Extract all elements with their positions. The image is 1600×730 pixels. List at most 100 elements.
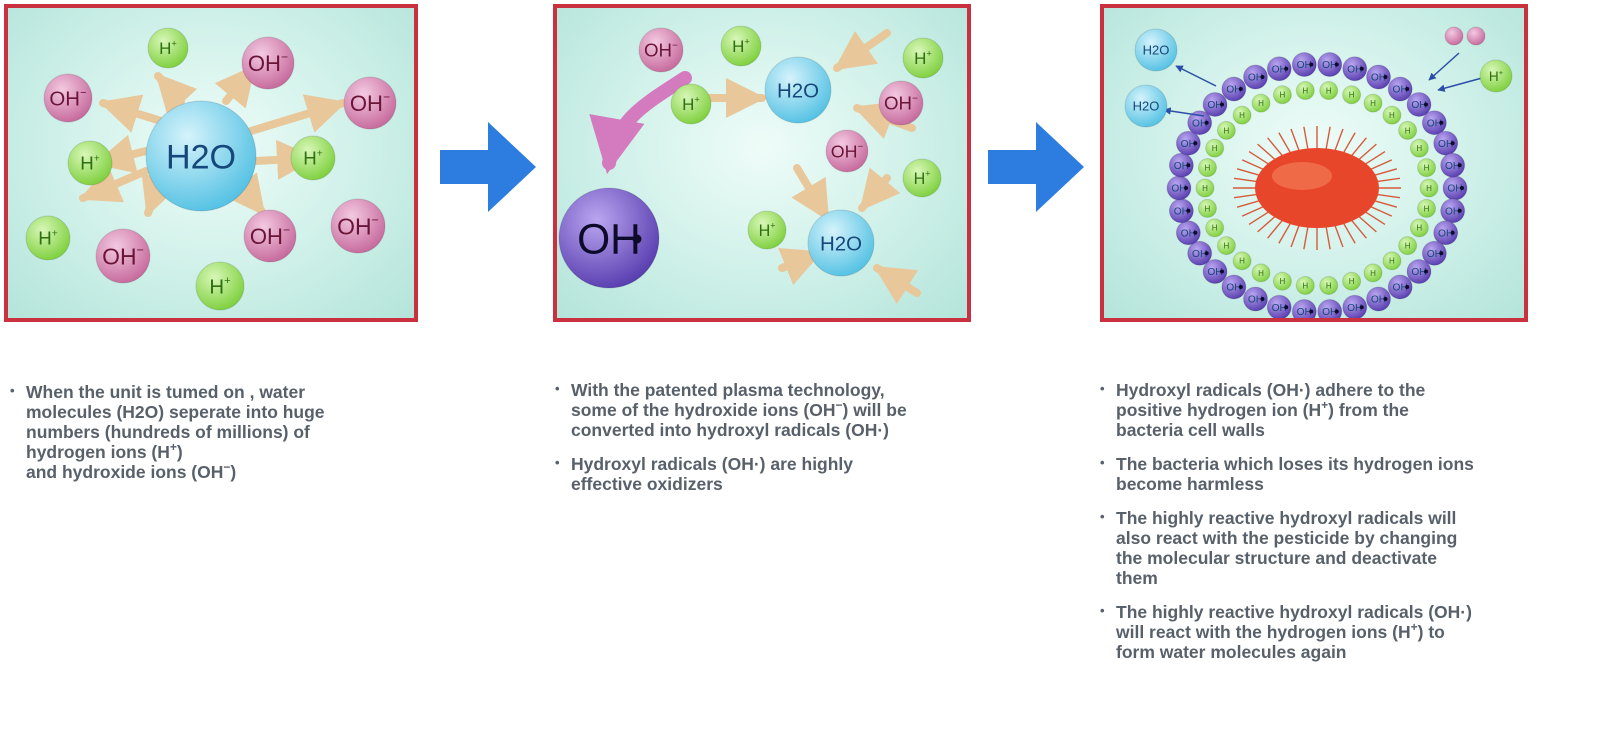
svg-text:OH: OH bbox=[1322, 307, 1337, 318]
svg-text:OH: OH bbox=[1272, 303, 1287, 314]
svg-text:H: H bbox=[1205, 204, 1211, 213]
hydroxyl-radical: OH bbox=[1175, 220, 1201, 246]
svg-text:H2O: H2O bbox=[777, 79, 819, 102]
caption-bullet: When the unit is tumed on , water molecu… bbox=[8, 381, 428, 482]
hydrogen-ion: H bbox=[1398, 236, 1418, 256]
hydroxide-ion: OH− bbox=[241, 36, 295, 90]
flow-arrow bbox=[141, 172, 180, 217]
hydrogen-ion: H bbox=[1205, 218, 1225, 238]
hydroxyl-radical: OH bbox=[1166, 175, 1192, 201]
svg-text:H: H bbox=[1239, 111, 1245, 120]
svg-text:H: H bbox=[1416, 224, 1422, 233]
radical-dot bbox=[632, 234, 642, 244]
hydroxyl-radical: OH bbox=[1202, 91, 1228, 117]
svg-text:H: H bbox=[1416, 144, 1422, 153]
flow-arrow bbox=[79, 165, 150, 203]
hydroxyl-radical: OH bbox=[1242, 286, 1268, 312]
flow-arrow bbox=[873, 264, 921, 305]
svg-text:OH: OH bbox=[1181, 228, 1196, 239]
svg-text:H: H bbox=[1302, 281, 1308, 290]
superscript-charge: − bbox=[223, 460, 231, 475]
caption-bullet: The bacteria which loses its hydrogen io… bbox=[1098, 453, 1598, 494]
svg-text:OH: OH bbox=[1192, 118, 1207, 129]
hydrogen-ion: H bbox=[1417, 198, 1437, 218]
hydroxyl-radical: OH bbox=[1317, 298, 1343, 318]
hydroxide-ion: OH− bbox=[878, 80, 924, 126]
svg-text:H: H bbox=[1405, 241, 1411, 250]
hydroxyl-radical: OH bbox=[1202, 259, 1228, 285]
svg-text:OH−: OH− bbox=[884, 93, 918, 114]
svg-text:OH−: OH− bbox=[831, 141, 864, 161]
flow-arrow bbox=[99, 94, 165, 133]
hydrogen-ion: H+ bbox=[25, 215, 71, 261]
hydrogen-ion: H bbox=[1417, 158, 1437, 178]
svg-text:H: H bbox=[1405, 126, 1411, 135]
svg-text:OH: OH bbox=[1411, 267, 1426, 278]
hydrogen-ion: H+ bbox=[902, 158, 942, 198]
hydrogen-ion: H bbox=[1363, 263, 1383, 283]
flow-arrow bbox=[858, 167, 901, 212]
caption-text: ) bbox=[230, 462, 237, 482]
svg-text:H: H bbox=[1239, 257, 1245, 266]
svg-text:OH: OH bbox=[1181, 139, 1196, 150]
hydroxide-ion: OH− bbox=[638, 27, 684, 73]
svg-text:H: H bbox=[1326, 281, 1332, 290]
hydrogen-ion: H bbox=[1295, 81, 1315, 101]
caption-step-1: When the unit is tumed on , water molecu… bbox=[8, 381, 428, 496]
release-arrow bbox=[1175, 65, 1217, 87]
svg-text:OH: OH bbox=[1438, 228, 1453, 239]
svg-text:H: H bbox=[1205, 164, 1211, 173]
caption-bullet: Hydroxyl radicals (OH·) adhere to the po… bbox=[1098, 379, 1598, 440]
step-arrow-2 bbox=[988, 122, 1084, 217]
superscript-charge: + bbox=[1321, 398, 1329, 413]
caption-text: Hydroxyl radicals (OH·) are highly effec… bbox=[571, 454, 854, 494]
svg-text:OH: OH bbox=[1297, 307, 1312, 318]
hydroxyl-radical: OH bbox=[1342, 294, 1368, 318]
hydrogen-ion: H+ bbox=[290, 135, 336, 181]
hydroxyl-radical: OH bbox=[1366, 64, 1392, 90]
svg-text:OH: OH bbox=[1393, 85, 1408, 96]
svg-text:H: H bbox=[1212, 224, 1218, 233]
hydroxide-ion: OH− bbox=[43, 73, 93, 123]
ion-pair bbox=[1444, 26, 1464, 46]
hydrogen-ion: H+ bbox=[67, 140, 113, 186]
caption-bullet: Hydroxyl radicals (OH·) are highly effec… bbox=[553, 453, 1013, 494]
water-molecule: H2O bbox=[1134, 28, 1178, 72]
caption-bullet: The highly reactive hydroxyl radicals wi… bbox=[1098, 507, 1598, 588]
hydrogen-ion: H bbox=[1319, 275, 1339, 295]
svg-text:H2O: H2O bbox=[1143, 43, 1170, 58]
hydrogen-ion: H+ bbox=[902, 37, 944, 79]
hydrogen-ion: H+ bbox=[1479, 59, 1513, 93]
hydroxyl-radical: OH bbox=[1421, 110, 1447, 136]
svg-text:H: H bbox=[1389, 257, 1395, 266]
incoming-arrow bbox=[1428, 52, 1460, 81]
hydrogen-ion: H bbox=[1363, 93, 1383, 113]
hydroxyl-radical: OH bbox=[1187, 240, 1213, 266]
hydrogen-ion: H bbox=[1205, 138, 1225, 158]
hydroxyl-radical: OH bbox=[1440, 198, 1466, 224]
caption-text: ) will be converted into hydroxyl radica… bbox=[571, 400, 907, 440]
svg-text:OH: OH bbox=[1207, 267, 1222, 278]
svg-text:H2O: H2O bbox=[166, 138, 236, 176]
caption-step-2: With the patented plasma technology, som… bbox=[553, 379, 1013, 508]
svg-text:H: H bbox=[1223, 126, 1229, 135]
svg-text:H: H bbox=[1258, 269, 1264, 278]
hydrogen-ion: H bbox=[1232, 105, 1252, 125]
svg-text:H: H bbox=[1258, 99, 1264, 108]
svg-text:H: H bbox=[1349, 277, 1355, 286]
ion-pair bbox=[1466, 26, 1486, 46]
svg-text:OH−: OH− bbox=[644, 40, 678, 61]
hydroxyl-radical: OH bbox=[1433, 130, 1459, 156]
superscript-charge: + bbox=[1410, 620, 1418, 635]
svg-text:H: H bbox=[1279, 91, 1285, 100]
hydroxide-ion: OH− bbox=[330, 198, 386, 254]
hydrogen-ion: H bbox=[1319, 81, 1339, 101]
svg-text:H: H bbox=[1389, 111, 1395, 120]
svg-text:H2O: H2O bbox=[820, 232, 862, 255]
hydroxyl-radical: OH bbox=[1168, 152, 1194, 178]
hydrogen-ion: H bbox=[1251, 263, 1271, 283]
hydrogen-ion: H bbox=[1216, 236, 1236, 256]
hydrogen-ion: H bbox=[1197, 158, 1217, 178]
hydrogen-ion: H+ bbox=[147, 27, 189, 69]
